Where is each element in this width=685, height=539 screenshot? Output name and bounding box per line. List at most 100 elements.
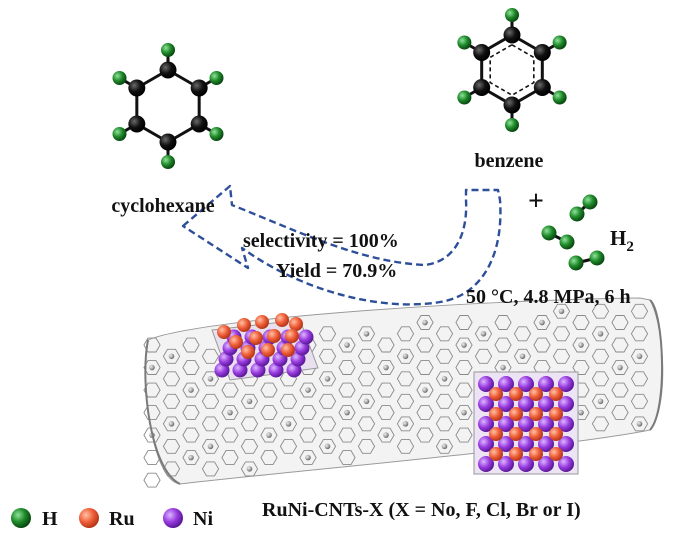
carbon-atom [519,353,526,360]
carbon-atom [441,443,448,450]
ruthenium-atom [489,407,503,421]
carbon-atom [363,398,370,405]
lattice-hex [572,337,590,353]
lattice-hex [513,326,532,342]
carbon-atom [597,330,604,337]
carbon-atom [344,409,350,416]
hydrogen-atom [582,194,598,210]
lattice-hex [221,405,239,421]
lattice-hex [338,405,356,421]
nickel-atom [298,329,314,345]
lattice-hex [435,393,454,409]
ruthenium-atom [549,407,563,421]
lattice-hex [201,348,220,364]
lattice-hex [182,360,200,375]
lattice-hex [533,315,551,330]
carbon-atom [578,409,584,416]
nickel-atom [478,396,494,412]
lattice-hex [377,427,395,443]
nickel-atom [558,376,574,392]
ruthenium-atom [489,447,503,461]
ruthenium-atom [267,329,281,343]
lattice-hex [318,371,337,387]
lattice-hex [201,371,220,387]
lattice-hex [591,393,610,409]
lattice-hex [221,427,239,443]
lattice-hex [572,360,590,375]
lattice-hex [416,427,434,443]
lattice-hex [435,438,454,454]
hydrogen-atom [541,225,557,241]
lattice-hex [630,416,649,432]
lattice-hex [357,416,376,432]
carbon-atom [578,342,584,348]
carbon-atom [558,308,565,315]
lattice-hex [279,438,298,454]
lattice-hex [357,393,376,409]
lattice-hex [143,360,161,375]
lattice-hex [182,427,200,443]
carbon-atom [207,443,214,450]
hydrogen-atom [457,35,472,50]
legend-ru-swatch [79,508,99,528]
carbon-atom [168,421,175,427]
lattice-hex [474,326,493,342]
carbon-atom [305,387,311,393]
nickel-atom [498,416,514,432]
hydrogen-atom [552,35,567,50]
lattice-hex [240,438,259,454]
lattice-hex [162,348,181,364]
lattice-hex [162,371,181,387]
lattice-hex [611,405,629,421]
lattice-hex [318,326,337,342]
carbon-atom [500,364,506,371]
lattice-hex [299,382,317,398]
lattice-hex [572,315,590,330]
ruthenium-atom [289,317,303,331]
lattice-hex [143,382,161,398]
lattice-hex [630,348,649,364]
nickel-atom [538,376,554,392]
lattice-hex [455,315,473,330]
lattice-hex [591,416,610,432]
lattice-hex [377,405,395,421]
lattice-hex [435,326,454,342]
lattice-hex [357,348,376,364]
carbon-atom [503,96,521,114]
carbon-atom [533,79,551,96]
lattice-hex [591,371,610,387]
carbon-atom [636,421,643,427]
lattice-hex [591,303,610,319]
lattice-hex [591,326,610,342]
legend-item-ru: Ru [79,508,135,530]
lattice-hex [435,416,454,432]
lattice-hex [357,371,376,387]
lattice-hex [455,360,473,375]
carbon-atom [473,44,491,61]
lattice-hex [338,360,356,375]
lattice-hex [416,337,434,353]
cyclohexane-label: cyclohexane [111,195,214,217]
lattice-hex [611,337,629,353]
hydrogen-atom [505,118,519,132]
ruthenium-atom [241,345,255,359]
hydrogen-atom [161,155,175,169]
lattice-hex [201,461,220,477]
runi-cluster-top [211,313,319,381]
lattice-hex [182,382,200,398]
lattice-hex [377,382,395,398]
lattice-hex [318,393,337,409]
lattice-hex [182,405,200,421]
carbon-atom [539,319,545,326]
lattice-hex [611,382,629,398]
lattice-hex [552,303,571,319]
lattice-hex [455,427,473,443]
hydrogen-molecules [541,194,605,271]
lattice-hex [162,438,181,454]
lattice-hex [260,427,278,443]
carbon-atom [149,364,155,371]
ruthenium-atom [217,325,231,339]
lattice-hex [611,360,629,375]
conditions-label: 50 °C, 4.8 MPa, 6 h [466,286,631,308]
carbon-atom [324,443,331,450]
